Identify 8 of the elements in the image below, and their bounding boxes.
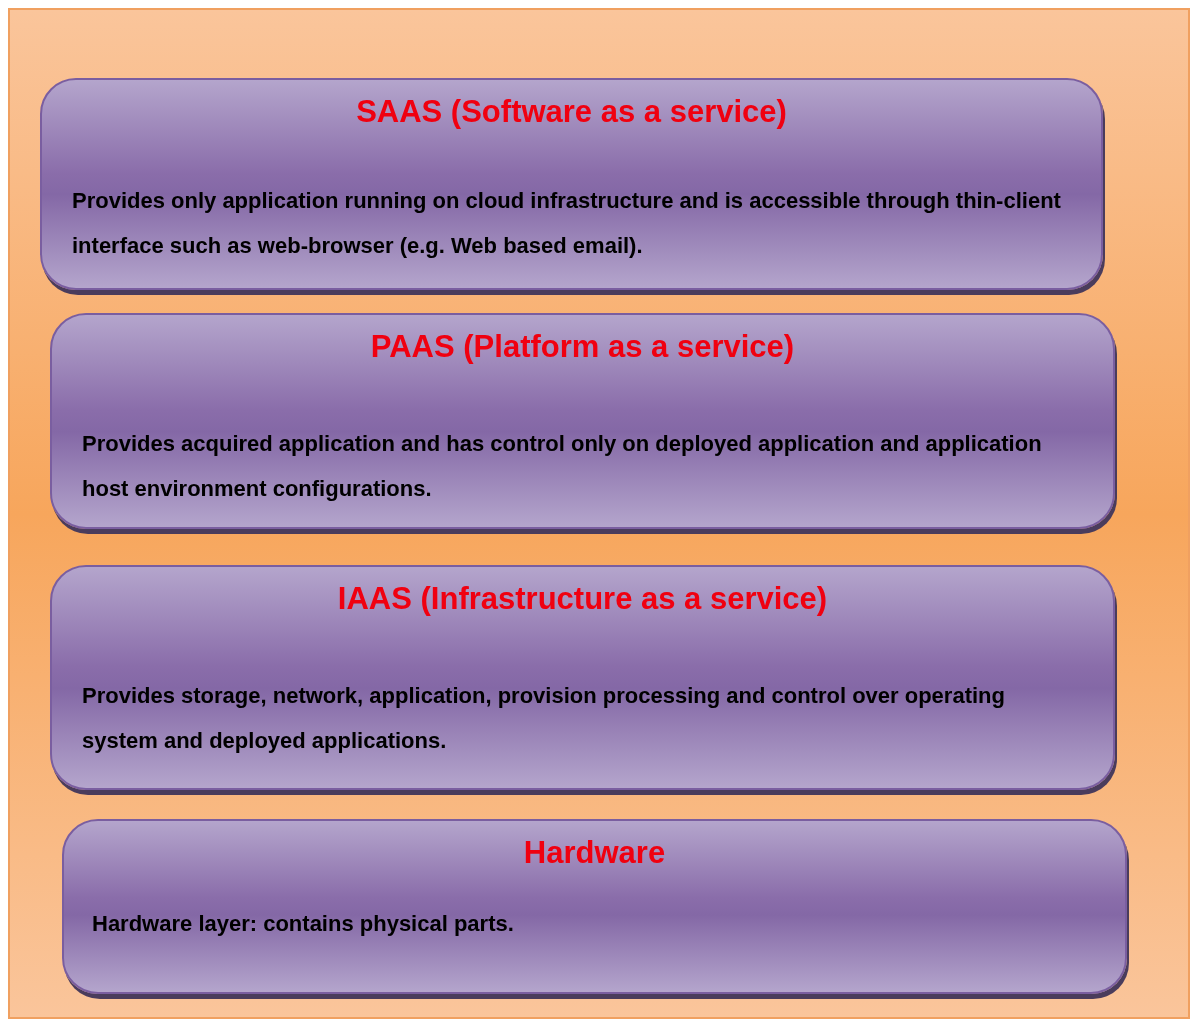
- layer-description: Hardware layer: contains physical parts.: [92, 910, 515, 938]
- layer-description: Provides acquired application and has control only on deployed application and application host environment configurations.: [82, 430, 1043, 503]
- layer-title: SAAS (Software as a service): [355, 94, 788, 130]
- layer-description: Provides storage, network, application, provision processing and control over operating system and deployed applications.: [82, 682, 1006, 755]
- layer-title: Hardware: [522, 835, 667, 871]
- layer-title: PAAS (Platform as a service): [369, 329, 796, 365]
- layer-description: Provides only application running on cloud infrastructure and is accessible through thin-client interface such as web-browser (e.g. Web based email).: [72, 187, 1062, 260]
- layer-title: IAAS (Infrastructure as a service): [336, 581, 829, 617]
